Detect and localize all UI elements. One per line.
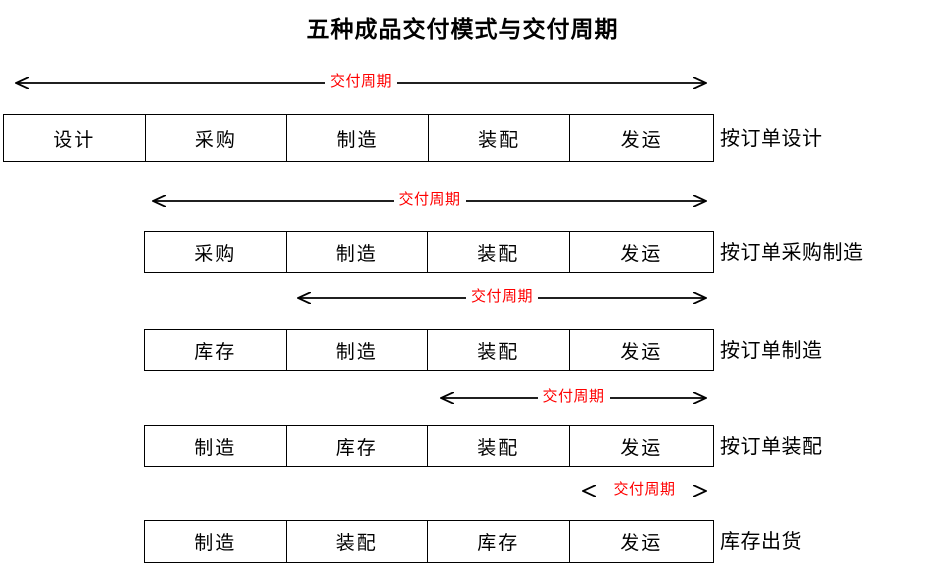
process-row-3: 库存 制造 装配 发运 (144, 329, 714, 371)
stage-cell[interactable]: 制造 (287, 115, 429, 161)
lead-time-label-row-5: 交付周期 (608, 477, 681, 501)
stage-cell[interactable]: 装配 (428, 115, 571, 161)
process-row-5: 制造 装配 库存 发运 (144, 520, 714, 563)
stage-cell[interactable]: 发运 (569, 426, 713, 466)
process-row-2: 采购 制造 装配 发运 (144, 231, 714, 273)
stage-cell[interactable]: 采购 (145, 232, 287, 272)
lead-time-label-row-3: 交付周期 (465, 284, 539, 308)
stage-cell[interactable]: 发运 (570, 115, 713, 161)
stage-cell[interactable]: 库存 (145, 330, 287, 370)
stage-cell[interactable]: 发运 (569, 330, 713, 370)
stage-cell[interactable]: 采购 (145, 115, 288, 161)
mode-label-row-1: 按订单设计 (720, 126, 823, 150)
stage-cell[interactable]: 装配 (428, 426, 570, 466)
stage-cell[interactable]: 制造 (145, 426, 287, 466)
lead-time-arrow-row-1: 交付周期 (3, 69, 719, 96)
mode-label-row-3: 按订单制造 (720, 338, 823, 362)
mode-label-row-4: 按订单装配 (720, 434, 823, 458)
lead-time-arrow-row-4: 交付周期 (428, 384, 719, 411)
stage-cell[interactable]: 库存 (428, 521, 570, 562)
process-row-1: 设计 采购 制造 装配 发运 (3, 114, 714, 162)
lead-time-arrow-row-5: 交付周期 (570, 477, 719, 504)
stage-cell[interactable]: 制造 (145, 521, 287, 562)
lead-time-label-row-4: 交付周期 (537, 384, 610, 408)
stage-cell[interactable]: 库存 (286, 426, 428, 466)
mode-label-row-5: 库存出货 (720, 529, 802, 553)
process-row-4: 制造 库存 装配 发运 (144, 425, 714, 467)
lead-time-arrow-row-2: 交付周期 (140, 187, 719, 214)
lead-time-arrow-row-3: 交付周期 (285, 284, 719, 311)
stage-cell[interactable]: 发运 (569, 232, 713, 272)
stage-cell[interactable]: 装配 (428, 232, 570, 272)
stage-cell[interactable]: 装配 (428, 330, 570, 370)
stage-cell[interactable]: 制造 (286, 232, 428, 272)
stage-cell[interactable]: 发运 (569, 521, 713, 562)
lead-time-label-row-1: 交付周期 (324, 69, 398, 93)
page-title: 五种成品交付模式与交付周期 (306, 16, 619, 43)
stage-cell[interactable]: 制造 (286, 330, 428, 370)
lead-time-label-row-2: 交付周期 (393, 187, 466, 211)
stage-cell[interactable]: 装配 (286, 521, 428, 562)
mode-label-row-2: 按订单采购制造 (720, 240, 864, 264)
stage-cell[interactable]: 设计 (4, 115, 146, 161)
